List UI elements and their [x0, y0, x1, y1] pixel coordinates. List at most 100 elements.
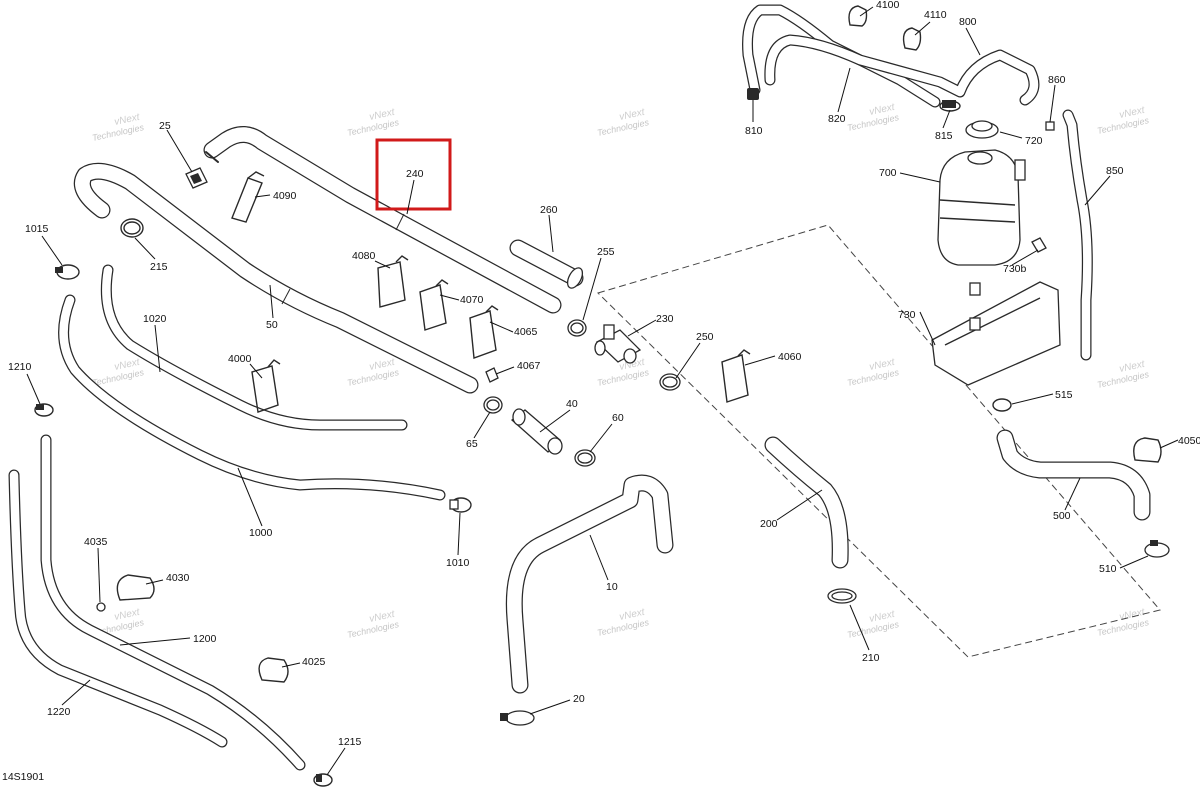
- watermark-text: vNext: [368, 609, 396, 625]
- part-1210[interactable]: [34, 403, 54, 417]
- callout-4030: 4030: [166, 572, 190, 584]
- assembly-boundary: [597, 224, 1161, 658]
- callout-labels: 25 4090 240 260 255 230 250 4060 4080 40…: [8, 0, 1200, 748]
- callout-720: 720: [1025, 135, 1043, 147]
- hose-500[interactable]: [996, 429, 1151, 521]
- hose-1200[interactable]: [40, 434, 306, 771]
- callout-1215: 1215: [338, 736, 362, 748]
- callout-500: 500: [1053, 510, 1071, 522]
- hose-260[interactable]: [509, 239, 585, 291]
- watermark-text: vNext: [868, 609, 896, 625]
- callout-730: 730: [898, 309, 916, 321]
- clip-4080[interactable]: [377, 255, 409, 308]
- part-860[interactable]: [1045, 121, 1055, 131]
- callout-210: 210: [862, 652, 880, 664]
- callout-815: 815: [935, 130, 953, 142]
- callout-1020: 1020: [143, 313, 167, 325]
- watermark-text: vNext: [1118, 359, 1146, 375]
- callout-860: 860: [1048, 74, 1066, 86]
- part-230[interactable]: [594, 324, 642, 364]
- hose-50[interactable]: [73, 162, 479, 394]
- part-65[interactable]: [483, 396, 503, 414]
- part-60[interactable]: [574, 449, 596, 467]
- callout-1000: 1000: [249, 527, 273, 539]
- part-255[interactable]: [567, 319, 587, 337]
- part-720[interactable]: [965, 120, 999, 139]
- clip-4065[interactable]: [469, 305, 499, 359]
- part-210[interactable]: [827, 588, 857, 604]
- part-4035[interactable]: [96, 602, 106, 612]
- callout-730b: 730b: [1003, 263, 1027, 275]
- part-700-reservoir[interactable]: [937, 149, 1026, 266]
- callout-1015: 1015: [25, 223, 49, 235]
- callout-4060: 4060: [778, 351, 802, 363]
- hose-1020[interactable]: [100, 264, 408, 431]
- part-250[interactable]: [659, 373, 681, 391]
- drawing-code: 14S1901: [2, 771, 44, 783]
- clip-4000[interactable]: [251, 359, 281, 413]
- hose-200[interactable]: [764, 436, 849, 569]
- watermark-text: vNext: [368, 107, 396, 123]
- clip-4030[interactable]: [116, 574, 155, 601]
- clip-4025[interactable]: [258, 657, 289, 683]
- callout-230: 230: [656, 313, 674, 325]
- part-20[interactable]: [500, 710, 535, 726]
- watermark-text: vNext: [1118, 105, 1146, 121]
- part-25[interactable]: [185, 167, 208, 189]
- part-1215[interactable]: [313, 773, 333, 787]
- hose-240[interactable]: [203, 126, 562, 314]
- part-810[interactable]: [747, 88, 759, 100]
- clip-4110[interactable]: [902, 27, 922, 51]
- hose-1220[interactable]: [8, 469, 228, 748]
- hose-850[interactable]: [1062, 109, 1093, 361]
- part-730-bracket[interactable]: [931, 281, 1061, 386]
- callout-1220: 1220: [47, 706, 71, 718]
- clip-4090[interactable]: [231, 171, 265, 223]
- part-815[interactable]: [939, 100, 961, 112]
- hose-10[interactable]: [505, 474, 674, 694]
- callout-20: 20: [573, 693, 585, 705]
- part-1015[interactable]: [55, 264, 80, 280]
- part-215[interactable]: [120, 218, 144, 238]
- callout-850: 850: [1106, 165, 1124, 177]
- callout-250: 250: [696, 331, 714, 343]
- callout-25: 25: [159, 120, 171, 132]
- part-1010[interactable]: [449, 497, 472, 513]
- clip-4050[interactable]: [1133, 437, 1162, 463]
- clip-4100[interactable]: [848, 5, 868, 27]
- clip-4070[interactable]: [419, 279, 449, 331]
- callout-260: 260: [540, 204, 558, 216]
- callout-800: 800: [959, 16, 977, 28]
- watermark-text: vNext: [113, 112, 141, 128]
- hose-820[interactable]: [742, 4, 1040, 108]
- watermark-text: vNext: [113, 357, 141, 373]
- callout-700: 700: [879, 167, 897, 179]
- callout-4050: 4050: [1178, 435, 1200, 447]
- part-4067[interactable]: [485, 367, 499, 383]
- part-510[interactable]: [1144, 540, 1170, 558]
- watermark-text: vNext: [618, 107, 646, 123]
- callout-515: 515: [1055, 389, 1073, 401]
- callout-510: 510: [1099, 563, 1117, 575]
- callout-4070: 4070: [460, 294, 484, 306]
- watermark-text: vNext: [868, 102, 896, 118]
- clip-4060[interactable]: [721, 349, 751, 403]
- part-730b[interactable]: [1031, 237, 1047, 253]
- callout-1200: 1200: [193, 633, 217, 645]
- callout-215: 215: [150, 261, 168, 273]
- callout-4025: 4025: [302, 656, 326, 668]
- hose-1000[interactable]: [58, 294, 446, 501]
- highlight-box-240: [375, 138, 452, 211]
- callout-4080: 4080: [352, 250, 376, 262]
- part-515[interactable]: [992, 398, 1012, 412]
- callout-1210: 1210: [8, 361, 32, 373]
- callout-4110: 4110: [924, 9, 947, 21]
- watermark-text: vNext: [618, 607, 646, 623]
- callout-4035: 4035: [84, 536, 108, 548]
- callout-255: 255: [597, 246, 615, 258]
- part-40[interactable]: [510, 408, 563, 455]
- callout-65: 65: [466, 438, 478, 450]
- callout-4065: 4065: [514, 326, 538, 338]
- callout-1010: 1010: [446, 557, 470, 569]
